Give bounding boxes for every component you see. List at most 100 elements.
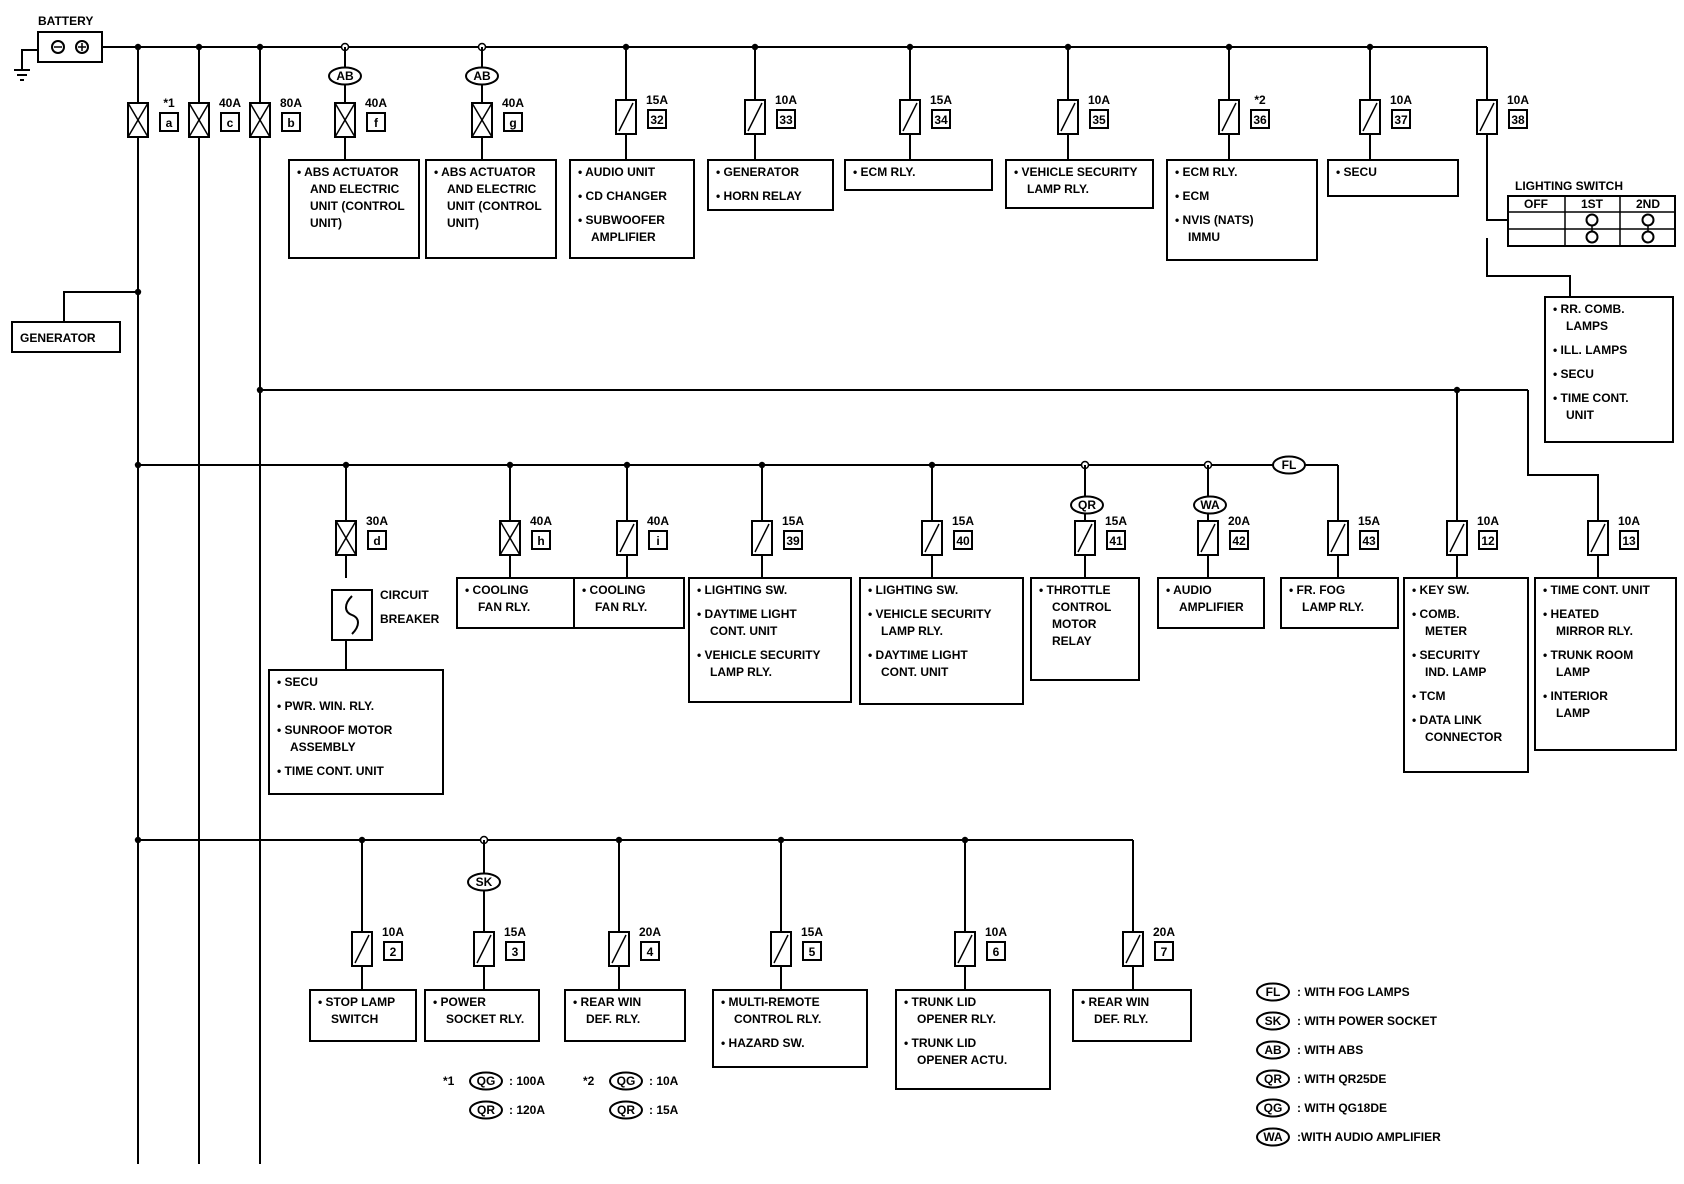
fuse-37 (1359, 99, 1381, 135)
load-text-i: • COOLING (582, 583, 646, 597)
breaker-element (345, 595, 359, 635)
load-text-6: • TRUNK LID (904, 1036, 977, 1050)
fuse-element (476, 934, 492, 964)
load-text-40: • VEHICLE SECURITY (868, 607, 992, 621)
legend-tag (1256, 982, 1290, 1002)
components: BATTERYGENERATOR*1a40Ac80Ab40Af40Ag15A32… (11, 14, 1677, 1147)
generator-label: GENERATOR (20, 331, 96, 345)
load-text-13: • INTERIOR (1543, 689, 1608, 703)
fuse-number-box-4 (640, 941, 660, 961)
fuse-33 (744, 99, 766, 135)
load-box-g (425, 159, 557, 259)
fuse-number-5: 5 (809, 945, 816, 959)
note-tag (609, 1100, 643, 1120)
load-text-12: • COMB. (1412, 607, 1460, 621)
load-text-42: AMPLIFIER (1179, 600, 1244, 614)
fuse-rating-35: 10A (1088, 93, 1110, 107)
legend-tag (1256, 1011, 1290, 1031)
fuse-element (1590, 523, 1606, 553)
load-text-40: • DAYTIME LIGHT (868, 648, 968, 662)
fuse-number-box-41 (1106, 530, 1126, 550)
load-text-12: • TCM (1412, 689, 1446, 703)
fuse-g (471, 102, 493, 138)
fuse-number-box-42 (1229, 530, 1249, 550)
load-text-2: SWITCH (331, 1012, 378, 1026)
lighting-switch-col: 2ND (1636, 197, 1660, 211)
load-text-f: UNIT (CONTROL (310, 199, 405, 213)
load-text-36: • ECM (1175, 189, 1209, 203)
load-text-d: • SUNROOF MOTOR (277, 723, 393, 737)
load-box-41 (1030, 577, 1140, 681)
fuse-h (499, 520, 521, 556)
load-text-39: • DAYTIME LIGHT (697, 607, 797, 621)
fuse-number-37: 37 (1394, 113, 1408, 127)
fuse-rating-43: 15A (1358, 514, 1380, 528)
load-text-33: • GENERATOR (716, 165, 799, 179)
load-text-6: OPENER RLY. (917, 1012, 996, 1026)
load-box-39 (688, 577, 852, 703)
fuse-rating-40: 15A (952, 514, 974, 528)
fuse-42 (1197, 520, 1219, 556)
fuse-number-42: 42 (1232, 534, 1246, 548)
note-tag (469, 1100, 503, 1120)
fuse-number-box-35 (1089, 109, 1109, 129)
breaker-label: CIRCUIT (380, 588, 429, 602)
fuse-element (618, 102, 634, 132)
fuse-element (1077, 523, 1093, 553)
fuse-element (773, 934, 789, 964)
load-box-38 (1544, 296, 1674, 443)
load-text-13: LAMP (1556, 706, 1590, 720)
load-text-7: DEF. RLY. (1094, 1012, 1148, 1026)
switch-contact (1585, 230, 1599, 244)
fuse-rating-3: 15A (504, 925, 526, 939)
fuse-number-box-38 (1508, 109, 1528, 129)
fuse-4 (608, 931, 630, 967)
tag-wa-text: WA (1200, 498, 1220, 512)
fuse-number-f: f (374, 116, 379, 130)
legend-tag-text: SK (1265, 1014, 1282, 1028)
fuse-i (616, 520, 638, 556)
battery-label: BATTERY (38, 14, 93, 28)
load-text-12: IND. LAMP (1425, 665, 1486, 679)
fuse-number-7: 7 (1161, 945, 1168, 959)
fusible-link-cross (335, 520, 357, 556)
fuse-rating-7: 20A (1153, 925, 1175, 939)
fuse-element (902, 102, 918, 132)
fuse-b (249, 102, 271, 138)
load-box-33 (707, 159, 834, 211)
load-text-32: • AUDIO UNIT (578, 165, 656, 179)
fuse-rating-37: 10A (1390, 93, 1412, 107)
fuse-rating-g: 40A (502, 96, 524, 110)
fuse-element (619, 523, 635, 553)
fuse-rating-36: *2 (1254, 93, 1266, 107)
note-tag-text: QR (617, 1103, 635, 1117)
load-text-38: • ILL. LAMPS (1553, 343, 1627, 357)
fuse-element (1125, 934, 1141, 964)
fuse-element (754, 523, 770, 553)
load-box-37 (1327, 159, 1459, 197)
fuse-number-box-h (531, 530, 551, 550)
load-text-35: • VEHICLE SECURITY (1014, 165, 1138, 179)
fuse-rating-42: 20A (1228, 514, 1250, 528)
fusible-link-cross (249, 102, 271, 138)
fuse-rating-d: 30A (366, 514, 388, 528)
fuse-rating-2: 10A (382, 925, 404, 939)
fusible-link-cross (471, 102, 493, 138)
fuse-3 (473, 931, 495, 967)
fuse-a (127, 102, 149, 138)
fuse-rating-b: 80A (280, 96, 302, 110)
load-text-d: ASSEMBLY (290, 740, 356, 754)
fuse-36 (1218, 99, 1240, 135)
fuse-rating-34: 15A (930, 93, 952, 107)
legend-text: :WITH AUDIO AMPLIFIER (1297, 1130, 1441, 1144)
fuse-13 (1587, 520, 1609, 556)
fuse-number-box-f (366, 112, 386, 132)
tag-fl-text: FL (1282, 458, 1297, 472)
fuse-number-35: 35 (1092, 113, 1106, 127)
load-text-f: • ABS ACTUATOR (297, 165, 399, 179)
legend-text: : WITH FOG LAMPS (1297, 985, 1410, 999)
load-text-6: OPENER ACTU. (917, 1053, 1007, 1067)
fuse-43 (1327, 520, 1349, 556)
tag-qr-text: QR (1078, 498, 1096, 512)
fuse-c (188, 102, 210, 138)
